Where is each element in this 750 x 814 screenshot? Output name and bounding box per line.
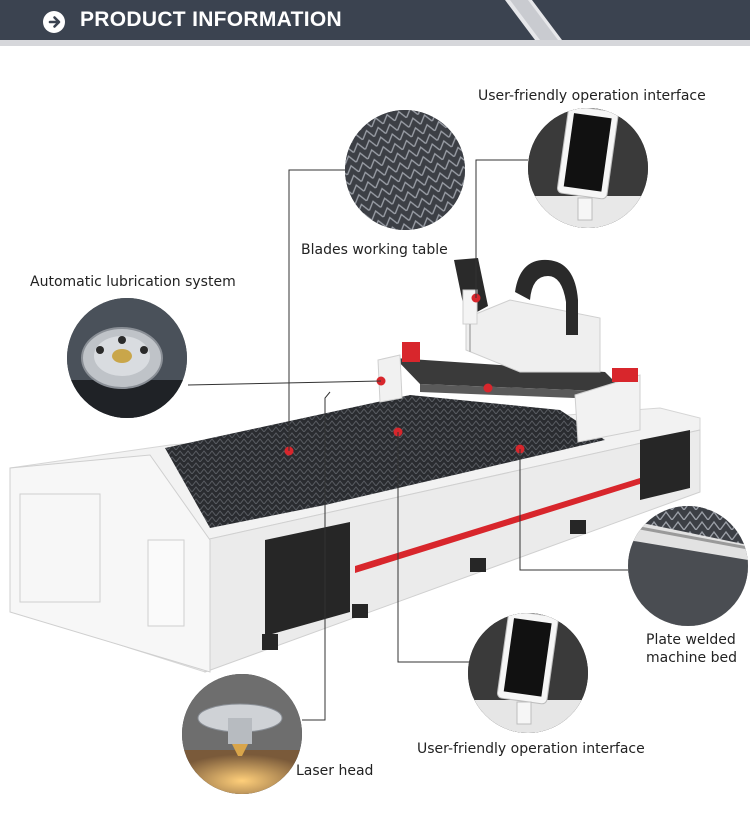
label-plate-bed-line2: machine bed bbox=[646, 650, 737, 666]
bed-detail-circle bbox=[628, 506, 748, 626]
laser-head-detail-circle bbox=[182, 674, 302, 794]
header-banner: PRODUCT INFORMATION bbox=[0, 0, 750, 46]
ui-bottom-detail-circle bbox=[468, 613, 588, 733]
marker-dots bbox=[284, 293, 525, 456]
callout-lines bbox=[187, 159, 628, 721]
page-title: PRODUCT INFORMATION bbox=[80, 8, 342, 31]
label-ui-bottom: User-friendly operation interface bbox=[417, 741, 645, 757]
ui-top-detail-circle bbox=[528, 108, 648, 228]
label-ui-top: User-friendly operation interface bbox=[478, 88, 706, 104]
machine-body bbox=[9, 258, 701, 673]
label-laser-head: Laser head bbox=[296, 763, 374, 779]
blades-detail-circle bbox=[345, 110, 465, 230]
lubrication-detail-circle bbox=[67, 298, 187, 418]
label-lubrication: Automatic lubrication system bbox=[30, 274, 236, 290]
label-blades: Blades working table bbox=[301, 242, 448, 258]
label-plate-bed-line1: Plate welded bbox=[646, 632, 736, 648]
